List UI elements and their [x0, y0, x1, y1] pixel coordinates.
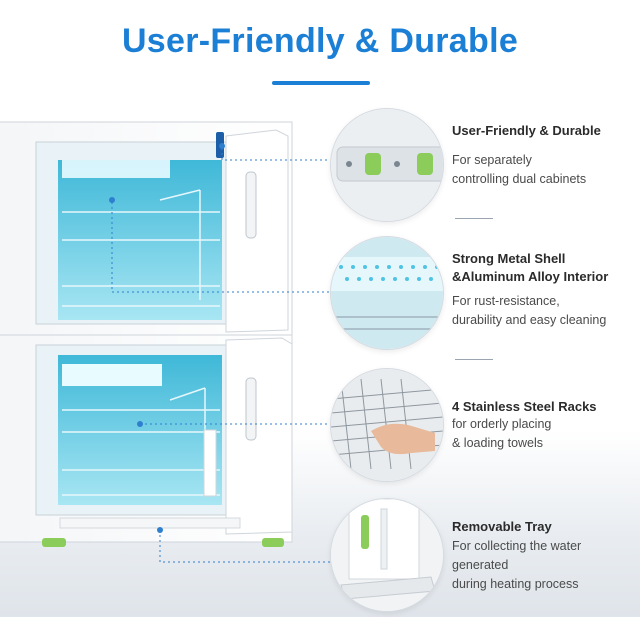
- foot-left: [42, 538, 66, 547]
- feature-control: User-Friendly & Durable For separately c…: [330, 108, 640, 222]
- control-closeup-image: [330, 108, 444, 222]
- feature-desc-line: For rust-resistance,: [452, 294, 560, 308]
- metal-interior-closeup-image: [330, 236, 444, 350]
- tray-closeup-image: [330, 498, 444, 612]
- feature-desc-line: & loading towels: [452, 436, 544, 450]
- feature-desc-line: durability and easy cleaning: [452, 313, 607, 327]
- feature-title-line: &Aluminum Alloy Interior: [452, 269, 609, 284]
- feature-desc-line: during heating process: [452, 577, 579, 591]
- leader-lines: [111, 148, 330, 563]
- feature-racks: 4 Stainless Steel Racks for orderly plac…: [330, 368, 640, 482]
- lower-door: [225, 337, 293, 535]
- foot-right: [262, 538, 284, 547]
- upper-door: [225, 129, 289, 333]
- feature-metal-shell: Strong Metal Shell &Aluminum Alloy Inter…: [330, 236, 640, 350]
- lower-handle: [245, 377, 257, 441]
- lower-led-strip: [62, 364, 162, 386]
- feature-title: 4 Stainless Steel Racks: [452, 399, 597, 414]
- rack-closeup-image: [330, 368, 444, 482]
- feature-title: User-Friendly & Durable: [452, 123, 601, 138]
- brand-label: [203, 429, 217, 497]
- feature-desc-line: For collecting the water: [452, 539, 582, 553]
- feature-title: Strong Metal Shell &Aluminum Alloy Inter…: [452, 250, 608, 286]
- upper-led-strip: [62, 160, 170, 178]
- page-title: User-Friendly & Durable: [121, 22, 519, 60]
- towel-cabinet-image: [0, 121, 330, 563]
- feature-desc-line: controlling dual cabinets: [452, 172, 587, 186]
- separator: [455, 359, 493, 360]
- feature-title: Removable Tray: [452, 519, 552, 534]
- separator: [455, 218, 493, 219]
- feature-desc-line: for orderly placing: [452, 417, 552, 431]
- drip-tray: [59, 517, 241, 529]
- upper-racks: [62, 189, 220, 307]
- title-underline: [272, 81, 370, 85]
- feature-desc-line: For separately: [452, 153, 532, 167]
- feature-tray: Removable Tray For collecting the water …: [330, 498, 640, 612]
- feature-title-line: Strong Metal Shell: [452, 251, 566, 266]
- feature-desc-line: generated: [452, 558, 509, 572]
- upper-handle: [245, 171, 257, 239]
